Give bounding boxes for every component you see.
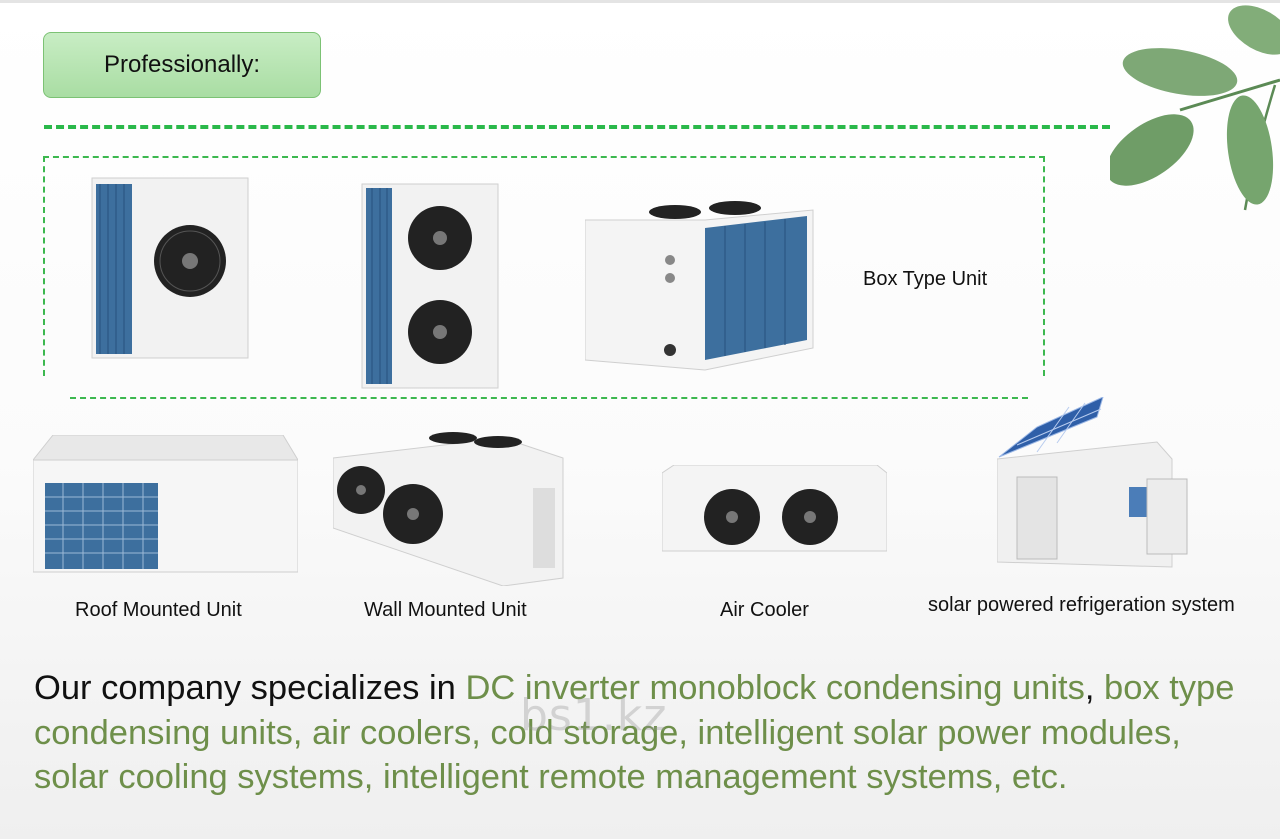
badge-label: Professionally: xyxy=(103,51,261,78)
air-cooler-image xyxy=(662,465,887,552)
description-highlight: DC inverter monoblock condensing units xyxy=(465,669,1085,707)
roof-mounted-label: Roof Mounted Unit xyxy=(75,599,242,621)
box-type-label: Box Type Unit xyxy=(863,268,988,290)
air-cooler-label: Air Cooler xyxy=(720,599,809,621)
description-lead: Our company specializes in xyxy=(34,669,466,707)
dashed-frame xyxy=(43,156,1045,376)
top-border xyxy=(0,0,1280,3)
condensing-unit-double-fan-image xyxy=(361,183,499,389)
section-badge: Professionally: xyxy=(43,32,321,98)
description-line-1: Our company specializes in DC inverter m… xyxy=(34,666,1274,711)
description-line-2: condensing units, air coolers, cold stor… xyxy=(34,713,1181,752)
description-line-1-rest: box type xyxy=(1104,669,1235,707)
company-description: Our company specializes in DC inverter m… xyxy=(34,666,1274,800)
solar-cold-room-image xyxy=(997,397,1188,568)
watermark: bs1.kz xyxy=(520,690,668,741)
solar-system-label: solar powered refrigeration system xyxy=(928,594,1235,616)
condensing-unit-single-fan-image xyxy=(91,177,249,359)
description-line-3: solar cooling systems, intelligent remot… xyxy=(34,758,1068,796)
roof-mounted-unit-image xyxy=(33,435,298,573)
divider-dashed xyxy=(44,125,1110,129)
leaf-decoration-icon xyxy=(1110,5,1280,211)
box-type-unit-image xyxy=(585,201,814,371)
wall-mounted-unit-image xyxy=(333,432,564,586)
divider-dashed-lower xyxy=(70,397,1028,399)
description-comma: , xyxy=(1084,669,1105,707)
wall-mounted-label: Wall Mounted Unit xyxy=(364,599,527,621)
